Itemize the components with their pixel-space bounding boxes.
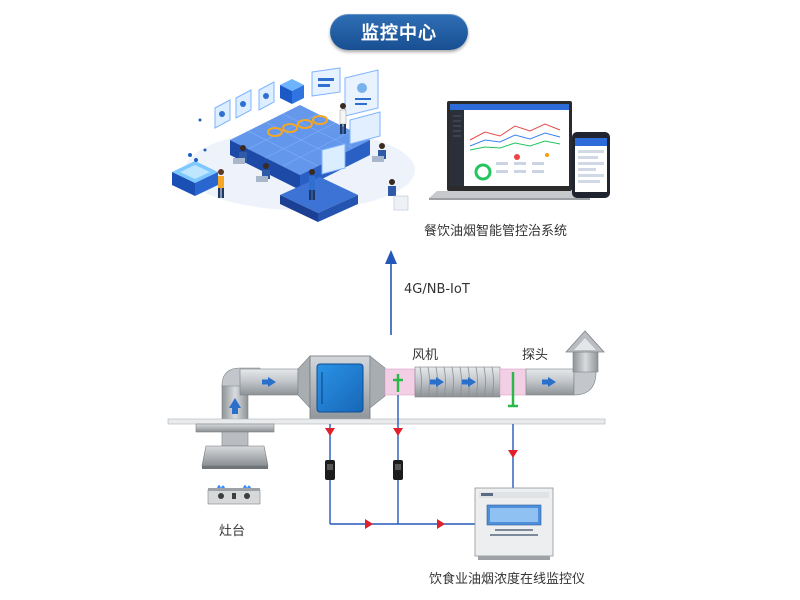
stove-label: 灶台 xyxy=(219,524,246,539)
stove-illustration xyxy=(207,485,261,505)
probe-label: 探头 xyxy=(522,348,549,363)
signal-direction-arrows xyxy=(325,428,518,529)
online-monitor-device xyxy=(474,487,554,560)
fan-label: 风机 xyxy=(412,348,439,363)
duct-system xyxy=(221,330,605,424)
ceiling-slab xyxy=(167,418,606,425)
software-system-label: 餐饮油烟智能管控治系统 xyxy=(424,224,568,239)
monitor-device-label: 饮食业油烟浓度在线监控仪 xyxy=(429,572,586,587)
network-label: 4G/NB-IoT xyxy=(404,282,470,297)
upload-arrow xyxy=(385,250,397,335)
page-title: 监控中心 xyxy=(330,14,468,50)
monitoring-center-illustration xyxy=(172,67,415,222)
hood-illustration xyxy=(195,423,275,469)
sensor-right-icon xyxy=(393,460,403,480)
software-system-illustration xyxy=(429,101,610,200)
sensor-left-icon xyxy=(325,460,335,480)
